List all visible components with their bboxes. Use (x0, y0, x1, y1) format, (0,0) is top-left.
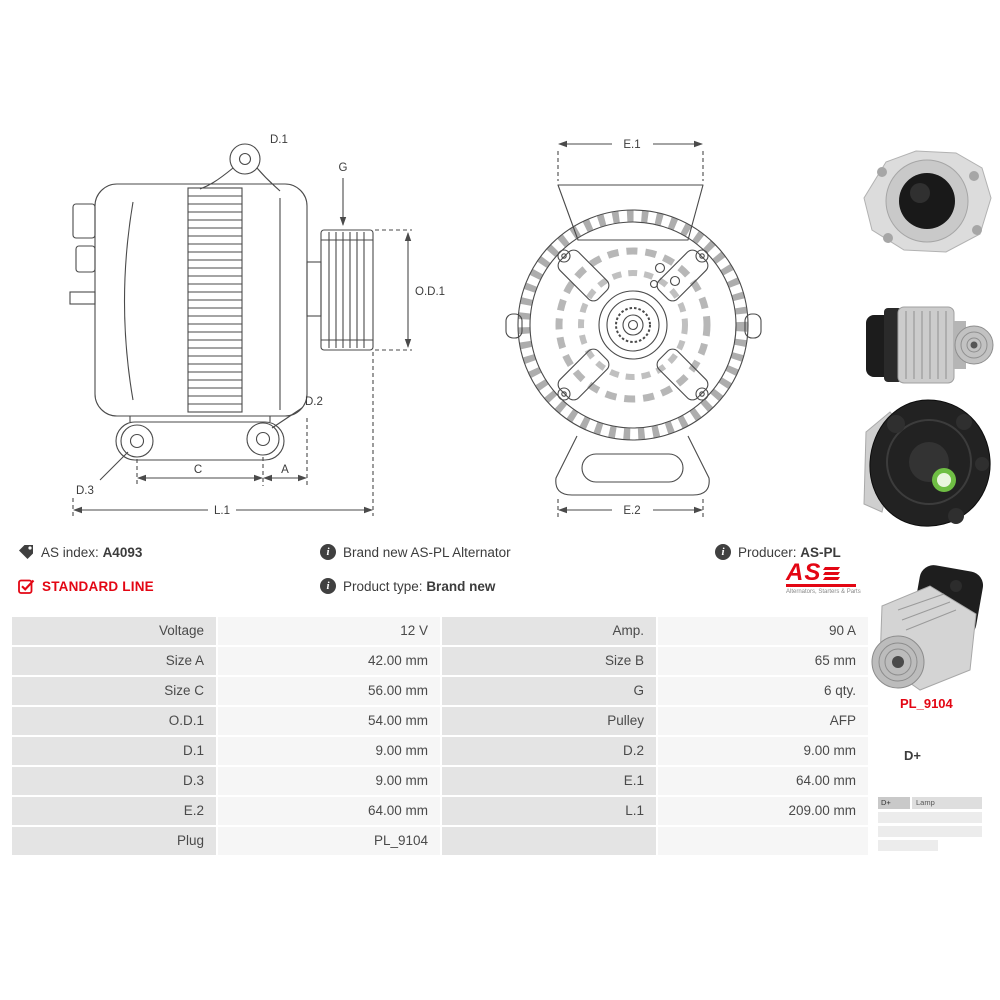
spec-value: 12 V (218, 617, 440, 645)
dim-label-a: A (281, 464, 289, 476)
lamp-row-placeholder (878, 840, 939, 851)
lamp-row-placeholder (878, 826, 982, 837)
lamp-col-dplus: D+ (878, 797, 910, 809)
spec-label: Plug (12, 827, 216, 855)
product-type-value: Brand new (426, 578, 496, 594)
spec-value: 9.00 mm (658, 737, 868, 765)
spec-value: AFP (658, 707, 868, 735)
plug-code: PL_9104 (900, 696, 953, 711)
info-icon: i (320, 578, 336, 594)
checkbox-check-icon (18, 579, 35, 594)
dim-label-g: G (339, 162, 348, 174)
product-photo-rear (856, 392, 998, 534)
dim-label-e1: E.1 (623, 139, 640, 151)
info-icon: i (320, 544, 336, 560)
producer-label: Producer: (738, 544, 797, 560)
product-type: i Product type: Brand new (320, 578, 495, 594)
dim-label-e2: E.2 (623, 505, 640, 517)
spec-label: Pulley (442, 707, 656, 735)
spec-table: Voltage 12 V Amp. 90 A Size A 42.00 mm S… (12, 617, 868, 855)
spec-value: 209.00 mm (658, 797, 868, 825)
producer-value: AS-PL (800, 544, 841, 560)
spec-value (658, 827, 868, 855)
logo-text: AS (786, 559, 822, 586)
spec-label: Size B (442, 647, 656, 675)
dim-label-d2: D.2 (305, 396, 323, 408)
spec-value: 90 A (658, 617, 868, 645)
product-photo-angled (864, 562, 992, 704)
spec-label: Amp. (442, 617, 656, 645)
spec-value: 9.00 mm (218, 737, 440, 765)
spec-label: E.2 (12, 797, 216, 825)
dim-label-d1: D.1 (270, 134, 288, 146)
technical-drawing-side-view: D.1 G O.D.1 D.2 D.3 C A L.1 (69, 134, 445, 517)
technical-drawing-front-view: E.1 E.2 (505, 139, 762, 517)
spec-value: 54.00 mm (218, 707, 440, 735)
as-pl-logo: AS Alternators, Starters & Parts (786, 559, 870, 595)
as-index: AS index: A4093 (18, 544, 142, 560)
spec-value: 6 qty. (658, 677, 868, 705)
logo-stripes-icon (823, 562, 841, 582)
spec-label: E.1 (442, 767, 656, 795)
standard-line-label: STANDARD LINE (42, 578, 154, 594)
spec-label: Voltage (12, 617, 216, 645)
logo-tagline: Alternators, Starters & Parts (786, 589, 861, 595)
spec-label: G (442, 677, 656, 705)
info-icon: i (715, 544, 731, 560)
lamp-table: D+ Lamp (878, 797, 982, 851)
spec-value: 64.00 mm (218, 797, 440, 825)
terminal-label: D+ (904, 748, 921, 763)
standard-line: STANDARD LINE (18, 578, 154, 594)
spec-label: Size A (12, 647, 216, 675)
product-photo-front (858, 146, 996, 258)
spec-label (442, 827, 656, 855)
spec-label: O.D.1 (12, 707, 216, 735)
producer: i Producer: AS-PL (715, 544, 841, 560)
product-photo-side (862, 299, 994, 391)
lamp-col-lamp: Lamp (912, 797, 982, 809)
dim-label-od1: O.D.1 (415, 286, 445, 298)
tag-icon (19, 545, 33, 559)
dim-label-l1: L.1 (214, 505, 230, 517)
spec-label: L.1 (442, 797, 656, 825)
dim-label-d3: D.3 (76, 485, 94, 497)
spec-value: PL_9104 (218, 827, 440, 855)
brand-new-text: Brand new AS-PL Alternator (343, 544, 511, 560)
spec-value: 9.00 mm (218, 767, 440, 795)
spec-label: Size C (12, 677, 216, 705)
spec-label: D.1 (12, 737, 216, 765)
spec-value: 64.00 mm (658, 767, 868, 795)
as-index-label: AS index: (41, 544, 99, 560)
product-type-label: Product type: (343, 578, 423, 594)
spec-value: 42.00 mm (218, 647, 440, 675)
as-index-value: A4093 (102, 544, 143, 560)
logo-underline (786, 584, 856, 587)
spec-label: D.3 (12, 767, 216, 795)
spec-value: 56.00 mm (218, 677, 440, 705)
spec-label: D.2 (442, 737, 656, 765)
dim-label-c: C (194, 464, 202, 476)
spec-value: 65 mm (658, 647, 868, 675)
brand-new-note: i Brand new AS-PL Alternator (320, 544, 511, 560)
lamp-row-placeholder (878, 812, 982, 823)
